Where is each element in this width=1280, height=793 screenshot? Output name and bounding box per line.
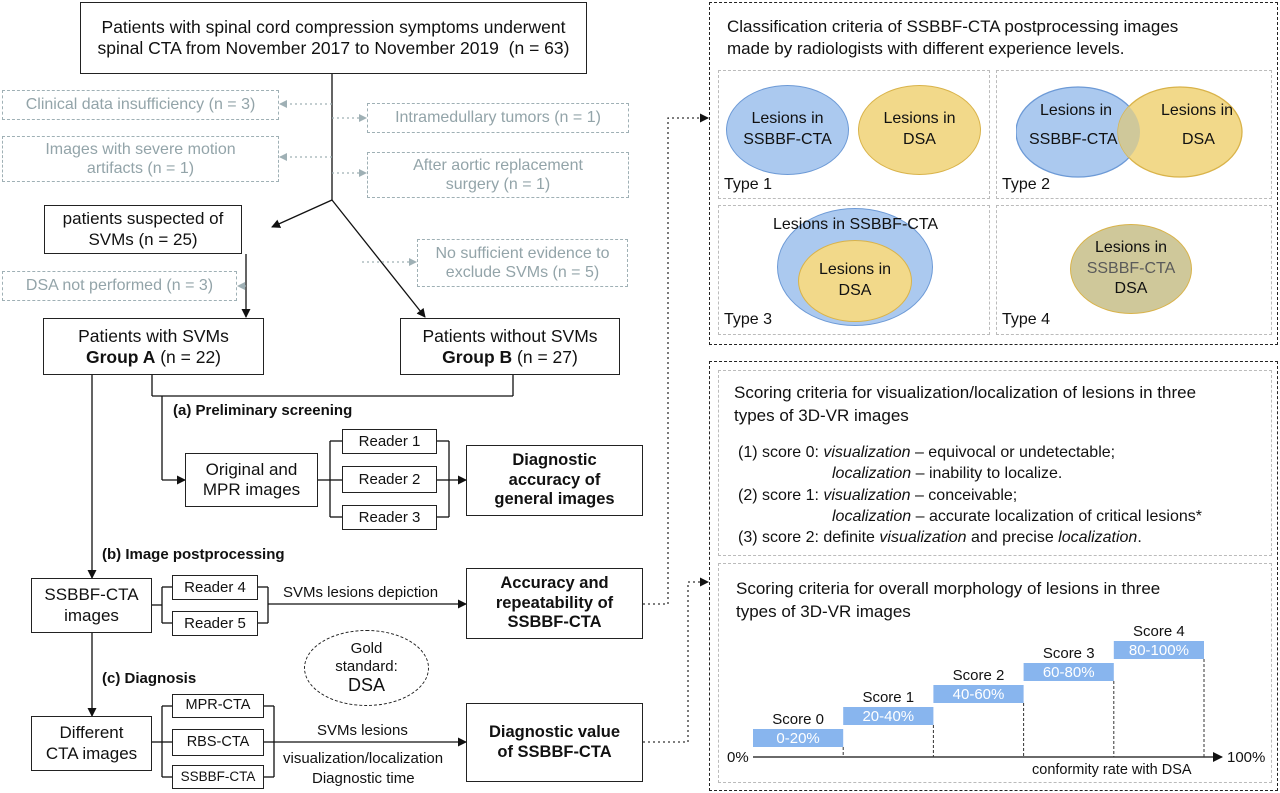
dsa-not-performed-box: DSA not performed (n = 3) [2,271,237,301]
label-svms-lesions-depiction: SVMs lesions depiction [283,584,439,601]
scoring-panel [709,361,1278,791]
reader-2-box: Reader 2 [342,466,437,493]
top-box-patients: Patients with spinal cord compression sy… [80,2,587,74]
reader-5-box: Reader 5 [172,611,258,636]
type4-cell [996,205,1272,335]
label-diagnostic-time: Diagnostic time [312,770,415,787]
group-b-box: Patients without SVMs Group B (n = 27) [400,318,620,375]
type1-label: Type 1 [724,176,773,193]
axis-title: conformity rate with DSA [1032,762,1192,778]
type2-venn [1016,86,1243,178]
type2-ssbbf-label: SSBBF-CTA [1029,131,1118,148]
morphology-scoring-cell [718,563,1272,783]
reader-1-box: Reader 1 [342,429,437,454]
reader-4-box: Reader 4 [172,575,258,600]
exclusion-clinical-data: Clinical data insufficiency (n = 3) [2,90,279,120]
visualization-title-line2: types of 3D-VR images [734,406,909,425]
gold-standard-dsa-ellipse: Gold standard: DSA [304,630,429,706]
axis-end-label: 100% [1227,749,1266,766]
score0-localization: localization – inability to localize. [832,465,1063,482]
label-diagnosis: (c) Diagnosis [102,670,197,687]
type3-ssbbf-label: Lesions in SSBBF-CTA [773,216,939,233]
exclusion-intramedullary-tumors: Intramedullary tumors (n = 1) [367,103,629,133]
type1-cell [718,70,990,199]
rbs-cta-box: RBS-CTA [172,729,264,756]
type2-cell [996,70,1272,199]
type2-dsa-label: DSA [1182,131,1215,148]
mpr-cta-box: MPR-CTA [172,694,264,718]
morphology-title-line1: Scoring criteria for overall morphology … [736,579,1161,598]
group-a-box: Patients with SVMs Group A (n = 22) [43,318,264,375]
type3-cell [718,205,990,335]
type4-overlap-ellipse: Lesions in SSBBF-CTA DSA [1070,224,1192,314]
reader-3-box: Reader 3 [342,505,437,530]
visualization-title-line1: Scoring criteria for visualization/local… [734,383,1197,402]
score1-visualization: (2) score 1: visualization – conceivable… [738,487,1018,504]
score0-visualization: (1) score 0: visualization – equivocal o… [738,444,1116,461]
type2-label: Type 2 [1002,176,1051,193]
label-visualization-localization: visualization/localization [283,750,444,767]
score1-localization: localization – accurate localization of … [832,508,1202,525]
visualization-scoring-cell [718,370,1272,556]
axis-start-label: 0% [727,749,749,766]
label-preliminary-screening: (a) Preliminary screening [173,402,353,419]
label-image-postprocessing: (b) Image postprocessing [102,546,285,563]
classification-title-line2: made by radiologists with different expe… [727,39,1125,58]
label-svms-lesions: SVMs lesions [317,722,408,739]
type3-label: Type 3 [724,311,773,328]
classification-panel [709,2,1278,345]
type4-label: Type 4 [1002,311,1051,328]
morphology-title-line2: types of 3D-VR images [736,602,911,621]
type2-lesions-in-left: Lesions in [1040,102,1113,119]
ssbbf-cta-small-box: SSBBF-CTA [172,765,264,789]
score2-definition: (3) score 2: definite visualization and … [738,529,1142,546]
type2-lesions-in-right: Lesions in [1161,102,1234,119]
classification-title-line1: Classification criteria of SSBBF-CTA pos… [727,17,1179,36]
